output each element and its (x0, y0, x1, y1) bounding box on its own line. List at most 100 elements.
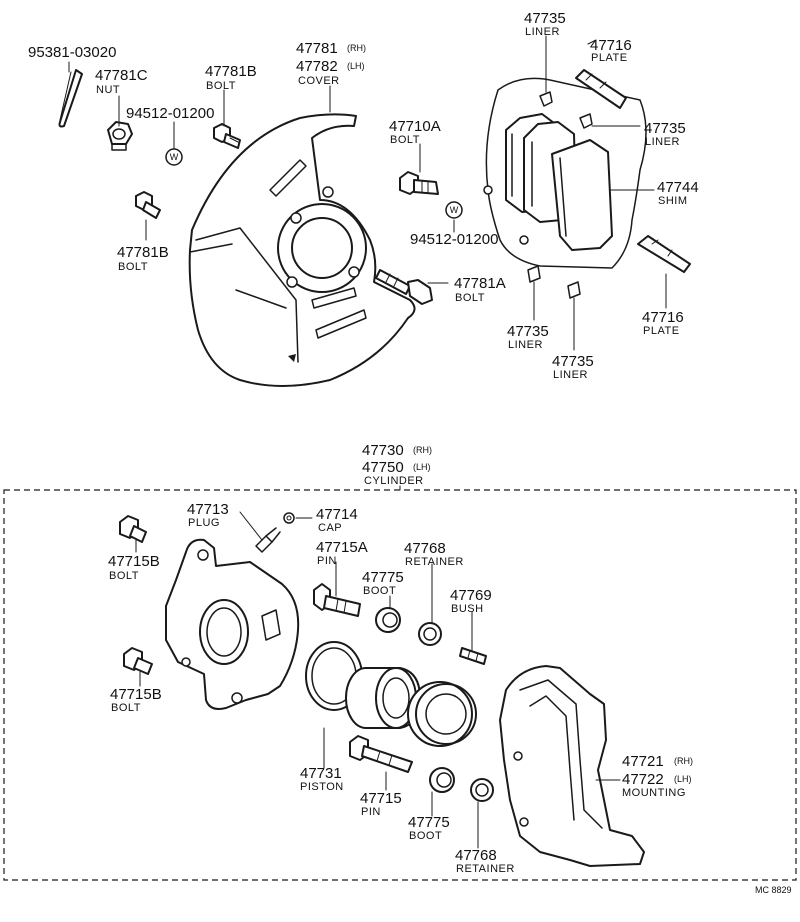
label-47715b-top: 47715B (108, 553, 160, 570)
name-47715a: PIN (317, 555, 337, 567)
name-47715b-top: BOLT (109, 570, 139, 582)
name-47768-bottom: RETAINER (456, 863, 515, 875)
name-47781b-left: BOLT (118, 261, 148, 273)
label-47735-top: 47735 (524, 10, 566, 27)
suffix-47721-rh: (RH) (674, 756, 693, 766)
pin-47715a-drawing (313, 583, 361, 617)
label-47768-bottom: 47768 (455, 847, 497, 864)
split-pin-drawing (58, 69, 83, 128)
label-47744: 47744 (657, 179, 699, 196)
label-47781b-top: 47781B (205, 63, 257, 80)
name-47769: BUSH (451, 603, 484, 615)
label-47731: 47731 (300, 765, 342, 782)
label-47710a: 47710A (389, 118, 441, 135)
label-47715b-bottom: 47715B (110, 686, 162, 703)
name-47715b-bottom: BOLT (111, 702, 141, 714)
name-47768-top: RETAINER (405, 556, 464, 568)
boot-bottom-drawing (429, 767, 455, 793)
upper-leaders (68, 35, 667, 351)
bolt-47715b-bottom-drawing (123, 647, 153, 675)
label-47713: 47713 (187, 501, 229, 518)
label-47775-top: 47775 (362, 569, 404, 586)
suffix-47722-lh: (LH) (674, 774, 692, 784)
name-47716-bottom: PLATE (643, 325, 680, 337)
name-47744: SHIM (658, 195, 688, 207)
washer-mid-mark: W (450, 205, 459, 215)
label-47781c: 47781C (95, 67, 148, 84)
name-47710a: BOLT (390, 134, 420, 146)
pin-47715-drawing (349, 735, 413, 773)
label-47775-bottom: 47775 (408, 814, 450, 831)
label-47781a: 47781A (454, 275, 506, 292)
brake-pads-drawing (505, 113, 613, 251)
label-47781b-left: 47781B (117, 244, 169, 261)
label-47735-bl: 47735 (507, 323, 549, 340)
lower-leaders (135, 511, 621, 849)
mounting-bracket-drawing (499, 665, 645, 867)
label-95381-03020: 95381-03020 (28, 44, 116, 61)
name-47781a: BOLT (455, 292, 485, 304)
name-47716-top: PLATE (591, 52, 628, 64)
label-47768-top: 47768 (404, 540, 446, 557)
name-47722-lh: MOUNTING (622, 787, 686, 799)
name-47735-top: LINER (525, 26, 560, 38)
plug-drawing (255, 527, 281, 553)
label-47714: 47714 (316, 506, 358, 523)
bolt-drawing-47710a (399, 171, 439, 195)
suffix-47730-rh: (RH) (413, 445, 432, 455)
dust-cover-drawing (188, 113, 416, 387)
liner-right-drawing (579, 113, 593, 129)
plate-top-drawing (575, 69, 627, 109)
liner-bl-drawing (527, 265, 541, 283)
label-47716-bottom: 47716 (642, 309, 684, 326)
label-47715a: 47715A (316, 539, 368, 556)
name-47715: PIN (361, 806, 381, 818)
name-47735-right: LINER (645, 136, 680, 148)
retainer-bottom-drawing (470, 778, 494, 802)
bush-drawing (459, 647, 487, 665)
label-47735-right: 47735 (644, 120, 686, 137)
name-47781b-top: BOLT (206, 80, 236, 92)
washer-top-drawing: W (165, 148, 183, 166)
suffix-47782-lh: (LH) (347, 61, 365, 71)
liner-bm-drawing (567, 281, 581, 299)
name-47735-bl: LINER (508, 339, 543, 351)
cylinder-body-drawing (165, 538, 300, 710)
liner-top-drawing (539, 91, 553, 107)
bolt-drawing-47781a (375, 269, 433, 305)
name-47782-lh: COVER (298, 75, 340, 87)
reference-code: MC 8829 (755, 885, 792, 895)
boot-top-drawing (375, 607, 401, 633)
label-47722-lh: 47722 (622, 771, 664, 788)
label-47782-lh: 47782 (296, 58, 338, 75)
bolt-drawing-top (213, 123, 241, 149)
name-47735-bm: LINER (553, 369, 588, 381)
label-47721-rh: 47721 (622, 753, 664, 770)
name-47714: CAP (318, 522, 342, 534)
washer-mid-drawing: W (445, 201, 463, 219)
label-94512-top: 94512-01200 (126, 105, 214, 122)
washer-top-mark: W (170, 152, 179, 162)
name-47781c: NUT (96, 84, 120, 96)
name-47775-bottom: BOOT (409, 830, 442, 842)
name-47731: PISTON (300, 781, 344, 793)
plate-bottom-drawing (637, 235, 691, 273)
name-47775-top: BOOT (363, 585, 396, 597)
suffix-47750-lh: (LH) (413, 462, 431, 472)
bolt-drawing-left (135, 191, 161, 219)
label-47715: 47715 (360, 790, 402, 807)
label-47769: 47769 (450, 587, 492, 604)
label-47750-lh: 47750 (362, 459, 404, 476)
label-47781-rh: 47781 (296, 40, 338, 57)
label-47735-bm: 47735 (552, 353, 594, 370)
cap-drawing (283, 512, 295, 524)
retainer-top-drawing (418, 622, 442, 646)
name-47713: PLUG (188, 517, 220, 529)
label-47716-top: 47716 (590, 37, 632, 54)
suffix-47781-rh: (RH) (347, 43, 366, 53)
nut-drawing (107, 121, 133, 151)
name-47750-lh: CYLINDER (364, 475, 424, 487)
label-47730-rh: 47730 (362, 442, 404, 459)
dust-boot-drawing (407, 681, 477, 747)
